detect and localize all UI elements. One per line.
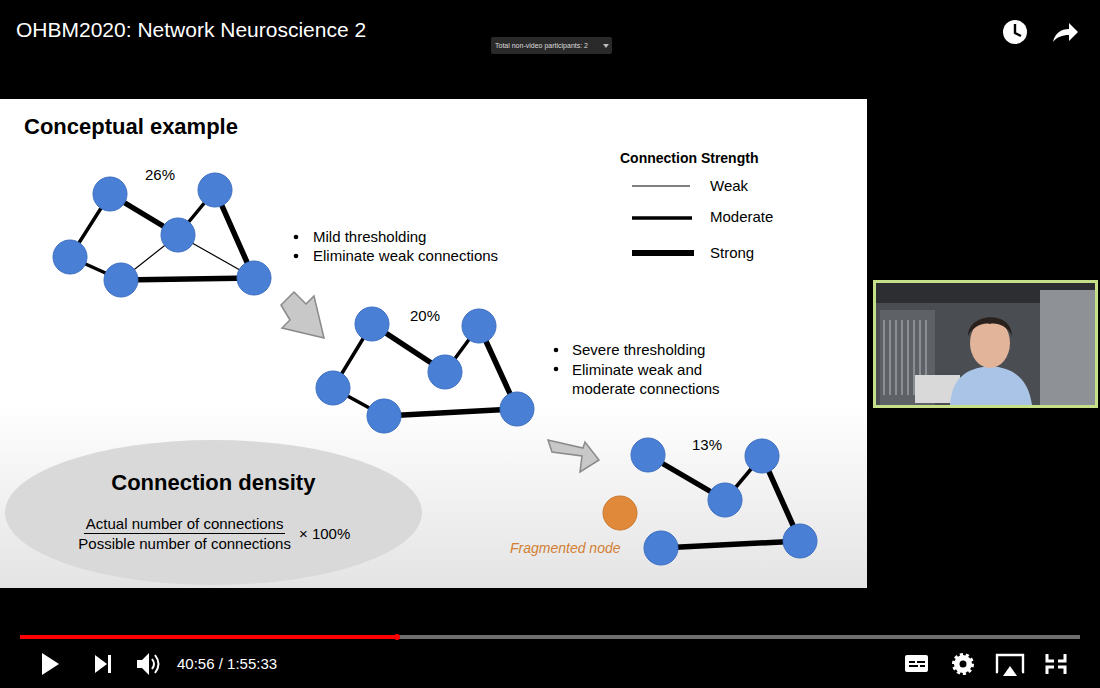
participants-count: Total non-video participants: 2 xyxy=(495,41,588,50)
volume-icon xyxy=(137,653,159,675)
captions-icon xyxy=(905,655,928,672)
video-time: 40:56 / 1:55:33 xyxy=(177,655,277,673)
webcam-inset xyxy=(873,280,1098,408)
density-percent: 13% xyxy=(692,436,722,454)
progress-played xyxy=(20,635,397,639)
slide-panel xyxy=(0,99,867,588)
progress-track xyxy=(20,635,1080,639)
fragmented-node xyxy=(603,496,637,530)
settings-icon xyxy=(954,655,972,673)
play-icon xyxy=(42,653,59,675)
legend-label: Strong xyxy=(710,244,754,262)
legend-label: Weak xyxy=(710,177,748,195)
density-percent: 20% xyxy=(410,307,440,325)
airplay-icon xyxy=(997,655,1023,676)
formula-denominator: Possible number of connections xyxy=(76,534,293,553)
exit-fullscreen-icon xyxy=(1047,654,1065,674)
bullet-text: Mild thresholding xyxy=(313,228,426,246)
bullet xyxy=(294,235,559,372)
formula-heading: Connection density xyxy=(5,470,422,496)
participants-tag xyxy=(491,37,612,54)
share-icon xyxy=(1053,23,1078,42)
legend-sample xyxy=(632,185,690,186)
watch-later-icon xyxy=(1003,20,1027,44)
legend-sample xyxy=(632,250,694,256)
legend-label: Moderate xyxy=(710,208,773,226)
formula-numerator: Actual number of connections xyxy=(84,514,286,534)
next-icon xyxy=(95,655,111,673)
fragmented-label: Fragmented node xyxy=(510,539,621,557)
formula-multiplier: × 100% xyxy=(299,524,350,543)
legend-sample xyxy=(632,216,692,220)
bullet-text: Severe thresholding xyxy=(572,341,705,359)
process-arrow xyxy=(548,440,599,472)
bullet-text: Eliminate weak and moderate connections xyxy=(572,360,742,398)
process-arrow xyxy=(281,292,324,338)
density-percent: 26% xyxy=(145,166,175,184)
formula-ellipse: Connection densityActual number of conne… xyxy=(5,440,422,585)
bullet-text: Eliminate weak connections xyxy=(313,247,498,265)
legend-title: Connection Strength xyxy=(620,149,758,167)
video-title: OHBM2020: Network Neuroscience 2 xyxy=(16,17,366,43)
slide-title: Conceptual example xyxy=(24,114,238,140)
